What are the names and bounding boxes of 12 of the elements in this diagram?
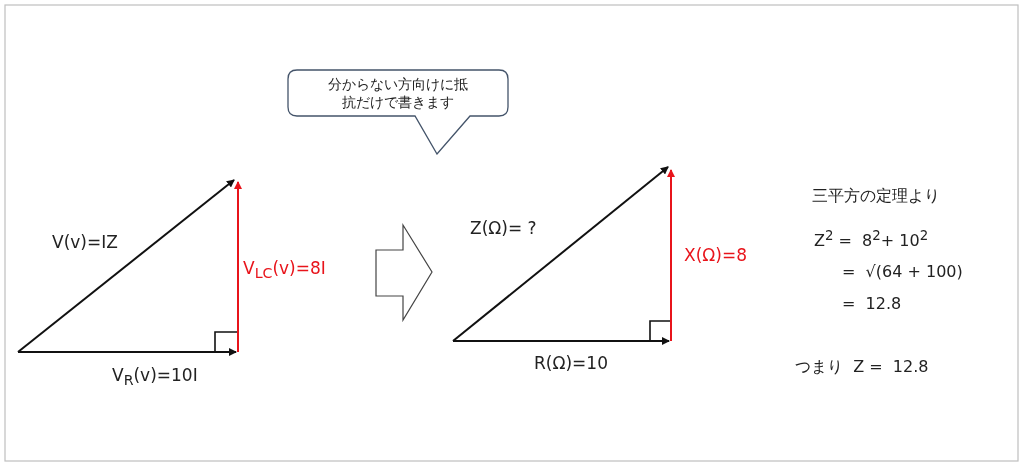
vector-label: V$_{R}$(v)=10I — [112, 365, 198, 390]
vector-label: V$_{LC}$(v)=8I — [243, 258, 326, 283]
equation-line: = 12.8 — [842, 294, 902, 314]
vector-label: X(Ω)=8 — [684, 245, 747, 266]
bubble-text: 分からない方向けに抵抗だけで書きます — [327, 75, 469, 112]
vector-label: R(Ω)=10 — [534, 353, 608, 374]
vector-label: V(v)=IZ — [52, 232, 118, 253]
result-text: つまり Z = 12.8 — [795, 357, 929, 377]
heading-text: 三平方の定理より — [812, 186, 940, 206]
equation-line: = √(64 + 100) — [842, 262, 963, 282]
equation-line: Z$^{2}$ = 8$^{2}$+ 10$^{2}$ — [814, 228, 929, 251]
vector-label: Z(Ω)= ? — [470, 218, 537, 239]
